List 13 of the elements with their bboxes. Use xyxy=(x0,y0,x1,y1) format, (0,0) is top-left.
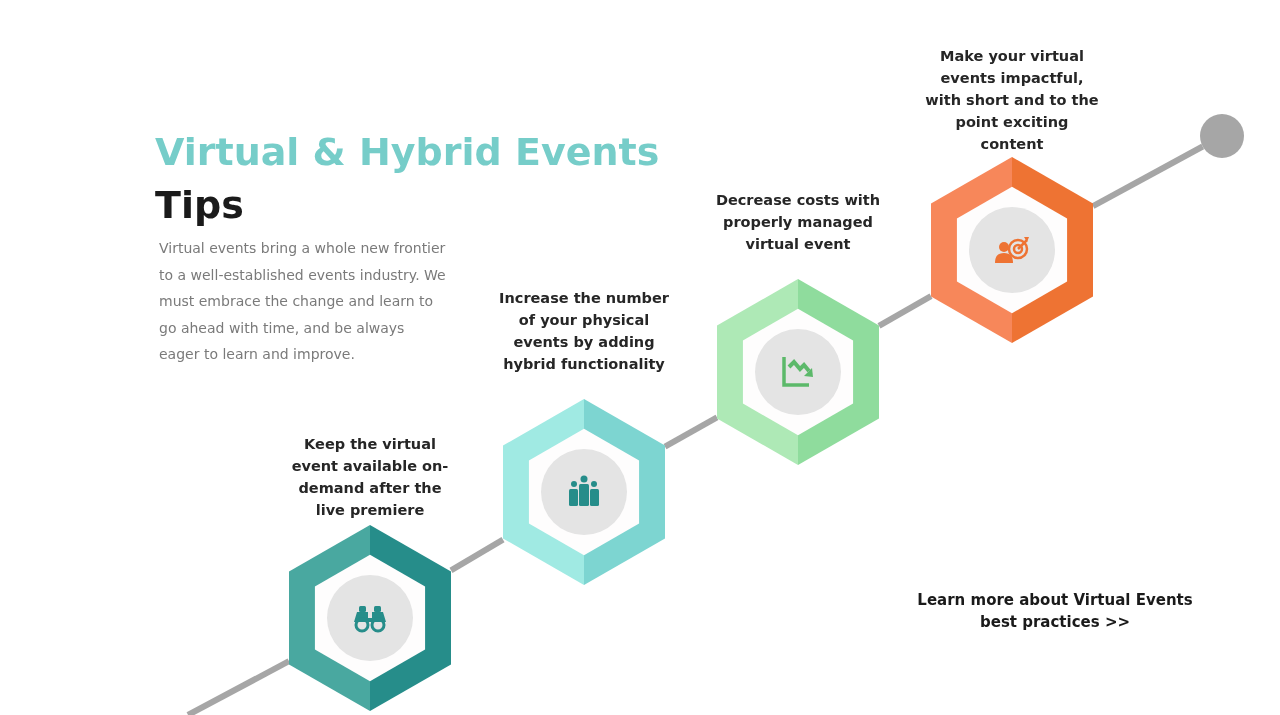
timeline-line xyxy=(186,658,291,715)
timeline-line xyxy=(877,293,933,329)
step-text: Keep the virtual event available on-demand after the live premiere xyxy=(290,435,450,520)
intro-paragraph: Virtual events bring a whole new frontier to a well-established events industry. We must embrace the change and learn to go ahead with time, and be always eager to learn and improve. xyxy=(159,239,447,364)
timeline-line xyxy=(449,537,505,573)
timeline-line xyxy=(663,414,719,450)
subtitle: Tips xyxy=(155,183,244,227)
step-text: Decrease costs with properly managed virtual event xyxy=(714,191,882,254)
call-to-action-text: Learn more about Virtual Events best practices >> xyxy=(916,590,1194,633)
title: Virtual & Hybrid Events xyxy=(155,130,660,174)
timeline-line xyxy=(1091,143,1205,209)
step-text: Increase the number of your physical events by adding hybrid functionality xyxy=(498,289,670,374)
step-text: Make your virtual events impactful, with short and to the point exciting content xyxy=(925,47,1099,154)
